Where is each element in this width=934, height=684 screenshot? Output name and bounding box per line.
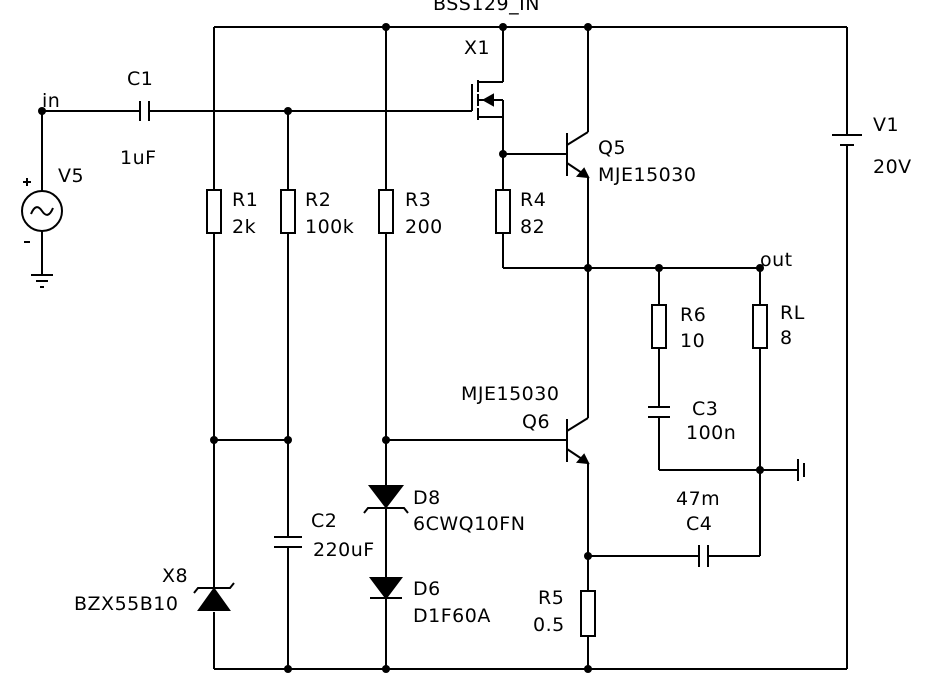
d8-value-label: 6CWQ10FN: [413, 513, 525, 535]
capacitor-c2[interactable]: [274, 536, 302, 548]
capacitor-c3[interactable]: [648, 406, 670, 418]
capacitor-c4[interactable]: [698, 545, 709, 567]
q5-value-label: MJE15030: [598, 164, 696, 186]
r2-ref-label: R2: [305, 189, 331, 211]
c1-value-label: 1uF: [120, 147, 157, 169]
c3-ref-label: C3: [692, 398, 718, 420]
c3-value-label: 100n: [686, 422, 736, 444]
d6-ref-label: D6: [413, 578, 441, 600]
c4-ref-label: C4: [686, 513, 712, 535]
c4-value-label: 47m: [676, 488, 720, 510]
resistor-r3[interactable]: [378, 189, 394, 234]
r5-ref-label: R5: [538, 587, 564, 609]
rl-ref-label: RL: [780, 302, 805, 324]
net-label-out: out: [760, 249, 793, 271]
zener-diode-x8[interactable]: [193, 582, 235, 611]
r3-value-label: 200: [405, 216, 443, 238]
c1-ref-label: C1: [127, 68, 153, 90]
c2-ref-label: C2: [311, 510, 337, 532]
v1-ref-label: V1: [873, 114, 899, 136]
v5-ref-label: V5: [58, 165, 84, 187]
q6-value-label: MJE15030: [461, 383, 559, 405]
battery-v1[interactable]: [832, 134, 862, 146]
resistor-r5[interactable]: [580, 590, 596, 637]
r4-ref-label: R4: [520, 189, 546, 211]
r1-ref-label: R1: [232, 189, 258, 211]
resistor-r6[interactable]: [651, 304, 667, 349]
labels: in out BSS129_IN X1 C1 1uF V5 R1 2k R2 1…: [42, 0, 912, 636]
x1-value-label: BSS129_IN: [433, 0, 540, 15]
r5-value-label: 0.5: [533, 614, 565, 636]
net-label-in: in: [42, 90, 60, 112]
r2-value-label: 100k: [305, 216, 354, 238]
resistor-rl[interactable]: [752, 304, 768, 349]
r4-value-label: 82: [520, 216, 545, 238]
mosfet-x1[interactable]: [471, 80, 504, 120]
diode-d6[interactable]: [369, 577, 403, 600]
r6-value-label: 10: [680, 330, 705, 352]
transistor-q6[interactable]: [566, 417, 590, 465]
q6-ref-label: Q6: [522, 411, 550, 433]
x8-ref-label: X8: [162, 565, 188, 587]
transistor-q5[interactable]: [566, 131, 590, 179]
resistor-r1[interactable]: [206, 189, 222, 234]
x8-value-label: BZX55B10: [74, 593, 178, 615]
diode-d8[interactable]: [363, 485, 409, 514]
v1-value-label: 20V: [873, 156, 912, 178]
rl-value-label: 8: [780, 327, 793, 349]
r3-ref-label: R3: [405, 189, 431, 211]
ac-source-v5[interactable]: [21, 178, 63, 243]
r6-ref-label: R6: [680, 304, 706, 326]
d6-value-label: D1F60A: [413, 605, 491, 627]
wires: [41, 26, 848, 670]
capacitor-c1[interactable]: [139, 101, 150, 121]
x1-ref-label: X1: [464, 37, 490, 59]
junction-dots: [38, 23, 764, 673]
resistor-r4[interactable]: [495, 189, 511, 234]
d8-ref-label: D8: [413, 487, 441, 509]
resistor-r2[interactable]: [280, 189, 296, 234]
q5-ref-label: Q5: [598, 137, 626, 159]
ground-icon: [797, 459, 805, 481]
c2-value-label: 220uF: [313, 539, 375, 561]
ground-icon: [31, 274, 53, 288]
r1-value-label: 2k: [232, 216, 256, 238]
